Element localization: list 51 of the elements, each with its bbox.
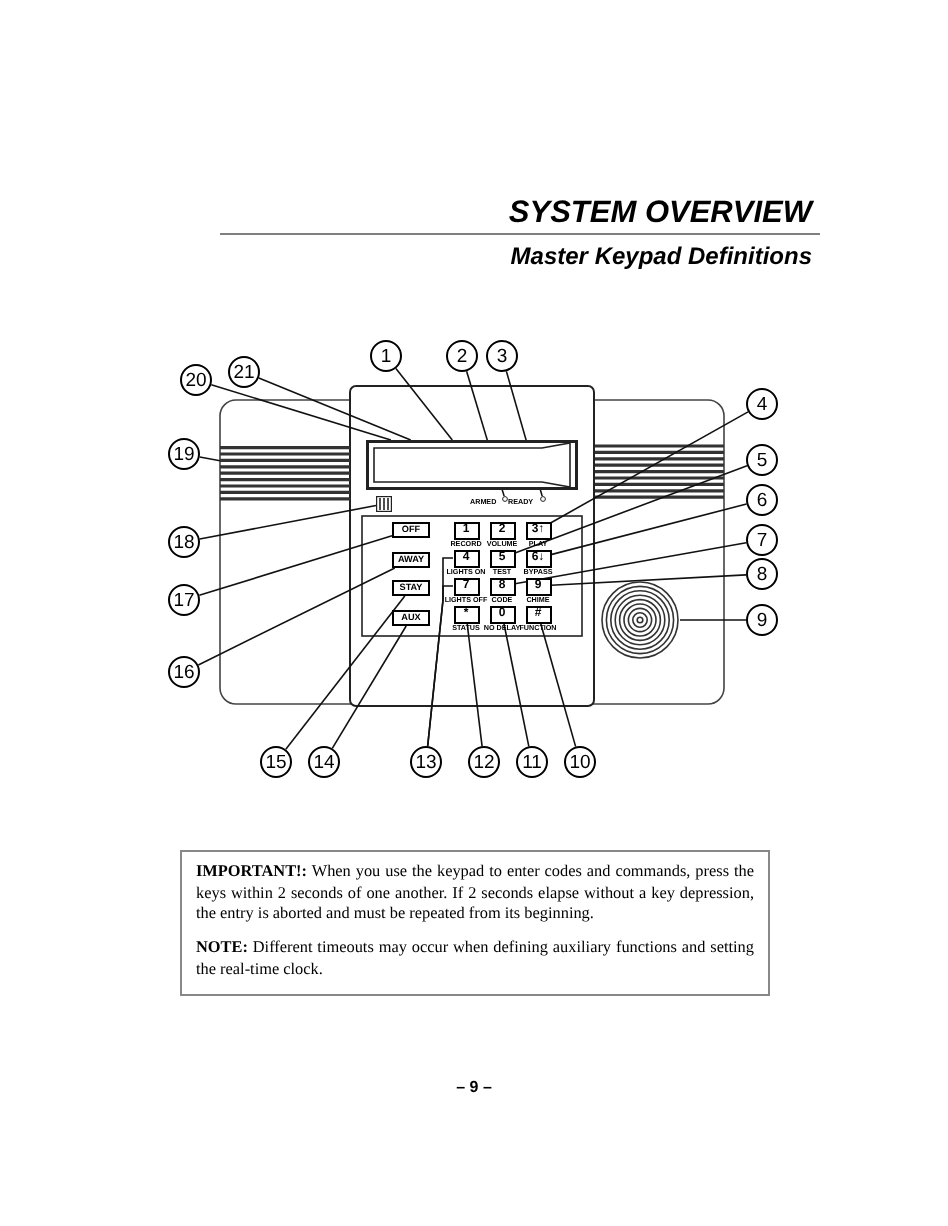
callout-number: 14 [308, 746, 340, 778]
page-title: SYSTEM OVERVIEW [508, 198, 812, 229]
leader-line [550, 574, 747, 587]
leader-line [550, 503, 748, 556]
leader-line [679, 619, 747, 621]
page-number: – 9 – [456, 1080, 492, 1096]
note-text: NOTE: Different timeouts may occur when defining auxiliary functions and setting the real-time clock. [196, 937, 754, 981]
leader-line [198, 456, 221, 462]
leader-line [539, 622, 577, 748]
leader-line [285, 595, 406, 751]
callout-number: 12 [468, 746, 500, 778]
note-box [180, 850, 770, 996]
note-text: IMPORTANT!: When you use the keypad to enter codes and commands, press the keys within 2 seconds of one another. If 2 seconds elapse without a key depression, the entry is aborted and must be repeated from its beginning. [196, 862, 754, 926]
callout-number: 19 [168, 438, 200, 470]
leader-line [503, 622, 530, 748]
leader-line [258, 377, 412, 441]
callout-number: 10 [564, 746, 596, 778]
leader-line [550, 411, 749, 524]
callout-number: 11 [516, 746, 548, 778]
speaker-drawing [600, 580, 680, 660]
leader-line [198, 535, 393, 597]
subtitle: Master Keypad Definitions [510, 244, 812, 268]
leader-line [514, 542, 748, 585]
slide-switch [376, 496, 392, 512]
leader-line [514, 464, 748, 554]
callout-number: 20 [180, 364, 212, 396]
callout-number: 1 [370, 340, 402, 372]
callout-number: 4 [746, 388, 778, 420]
leader-line [197, 567, 396, 666]
callout-number: 8 [746, 558, 778, 590]
leader-line [466, 622, 483, 747]
callout-number: 6 [746, 484, 778, 516]
callout-number: 16 [168, 656, 200, 688]
led-indicator [540, 496, 546, 502]
leader-line [198, 504, 377, 540]
callout-number: 7 [746, 524, 778, 556]
callout-number: 13 [410, 746, 442, 778]
leader-line [395, 367, 454, 441]
callout-number: 17 [168, 584, 200, 616]
callout-number: 15 [260, 746, 292, 778]
leader-line [331, 625, 407, 750]
callout-number: 21 [228, 356, 260, 388]
leader-line [210, 383, 392, 441]
led-indicator [502, 496, 508, 502]
callout-number: 2 [446, 340, 478, 372]
callout-number: 3 [486, 340, 518, 372]
speaker-grille [220, 446, 350, 500]
callout-number: 18 [168, 526, 200, 558]
callout-number: 9 [746, 604, 778, 636]
callout-number: 5 [746, 444, 778, 476]
display-window [366, 440, 578, 490]
